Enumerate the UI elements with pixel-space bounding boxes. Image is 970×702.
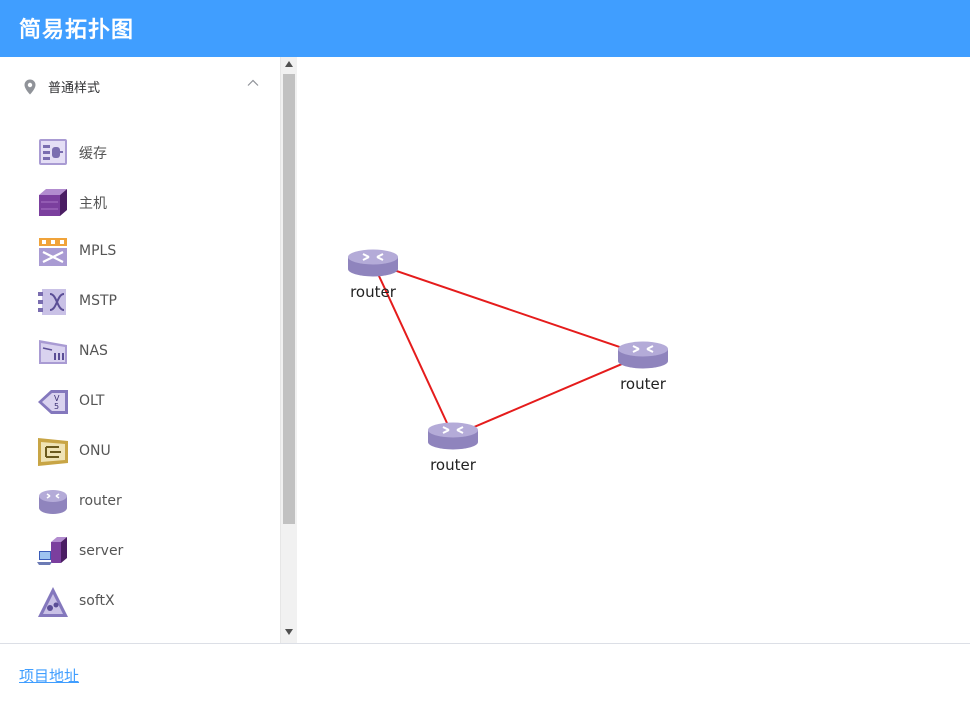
topology-node-router[interactable] [618, 341, 668, 369]
router-icon [39, 490, 67, 514]
topology-node-router[interactable] [428, 422, 478, 450]
palette-item-mpls[interactable]: MPLS [37, 232, 257, 272]
nas-icon [39, 340, 67, 364]
palette-item-label: ONU [79, 443, 111, 459]
node-label: router [430, 456, 477, 474]
scroll-down-arrow-icon[interactable] [285, 629, 293, 635]
node-label: router [620, 375, 667, 393]
palette-item-onu[interactable]: ONU [37, 432, 257, 472]
palette-item-cache[interactable]: 缓存 [37, 132, 257, 172]
location-pin-icon [24, 79, 36, 95]
palette-item-mstp[interactable]: MSTP [37, 282, 257, 322]
palette-item-partial[interactable] [37, 632, 257, 643]
project-link[interactable]: 项目地址 [19, 667, 80, 685]
app-title: 简易拓扑图 [19, 18, 135, 43]
topology-link[interactable] [452, 354, 644, 437]
topology-link[interactable] [372, 262, 454, 437]
svg-text:5: 5 [54, 402, 59, 411]
links-layer [372, 262, 644, 437]
olt-icon: V 5 [38, 390, 68, 414]
palette-item-host[interactable]: 主机 [37, 182, 257, 222]
palette-item-nas[interactable]: NAS [37, 332, 257, 372]
app-header: 简易拓扑图 [0, 0, 970, 57]
topology-node-router[interactable] [348, 249, 398, 277]
sidebar-scrollbar[interactable] [280, 57, 297, 643]
palette-item-label: router [79, 493, 122, 509]
chevron-up-icon[interactable] [247, 79, 259, 87]
palette-item-label: MPLS [79, 243, 117, 259]
server-icon [37, 537, 67, 565]
palette-item-server[interactable]: server [37, 532, 257, 572]
topology-graph[interactable]: router router router [297, 57, 970, 643]
palette-item-label: OLT [79, 393, 105, 409]
palette-item-label: MSTP [79, 293, 117, 309]
svg-text:V: V [54, 394, 60, 403]
node-label: router [350, 283, 397, 301]
palette-item-label: softX [79, 593, 115, 609]
component-palette: 普通样式 缓存 主机 MPLS [0, 57, 297, 643]
group-label: 普通样式 [48, 81, 101, 96]
palette-item-label: 主机 [79, 196, 107, 212]
palette-item-label: server [79, 543, 124, 559]
scroll-up-arrow-icon[interactable] [285, 61, 293, 67]
palette-item-label: 缓存 [79, 146, 107, 162]
mpls-icon [39, 238, 67, 266]
palette-item-label: NAS [79, 343, 108, 359]
mstp-icon [38, 289, 66, 315]
cache-icon [39, 139, 67, 165]
partial-item-icon [37, 636, 69, 643]
palette-item-softx[interactable]: softX [37, 582, 257, 622]
softx-icon [38, 587, 68, 617]
nodes-layer: router router router [348, 249, 668, 474]
palette-item-olt[interactable]: V 5 OLT [37, 382, 257, 422]
onu-icon [38, 438, 68, 466]
topology-link[interactable] [372, 262, 644, 356]
group-header[interactable]: 普通样式 [0, 57, 280, 115]
palette-item-router[interactable]: router [37, 482, 257, 522]
topology-canvas[interactable]: router router router [297, 57, 970, 643]
host-icon [39, 189, 67, 216]
scrollbar-thumb[interactable] [283, 74, 295, 524]
footer: 项目地址 [0, 643, 970, 702]
